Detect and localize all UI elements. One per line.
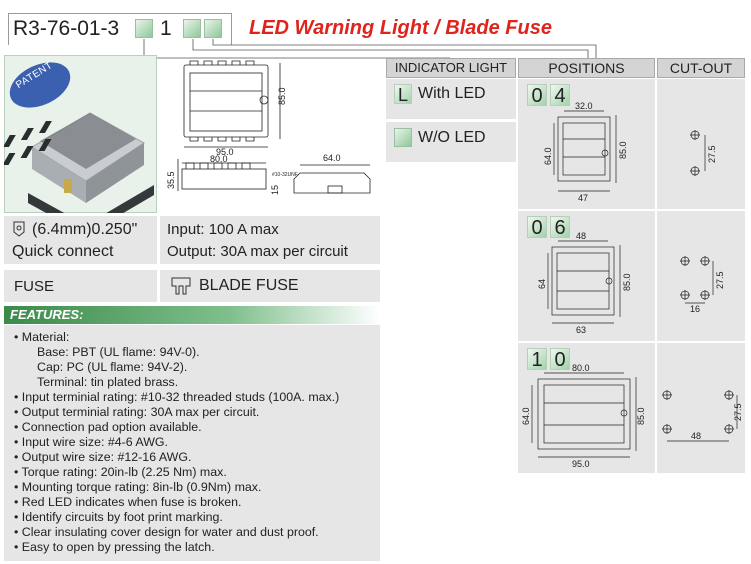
position-digit: 0 [550, 348, 570, 371]
feature-line: • Red LED indicates when fuse is broken. [14, 495, 242, 509]
code-box-2 [183, 19, 201, 38]
cutout-drawing-10: 27.5 48 [662, 390, 743, 442]
cut-width-label: 16 [690, 304, 700, 314]
indicator-code-box: L [394, 84, 412, 105]
feature-line: • Input terminial rating: #10-32 threade… [14, 390, 340, 404]
fuse-label: FUSE [14, 278, 55, 295]
positions-header: POSITIONS [518, 58, 655, 78]
stud-label: #10-32UNF [272, 172, 298, 178]
indicator-code-box-empty [394, 128, 412, 147]
feature-line: • Identify circuits by foot print markin… [14, 510, 223, 524]
terminal-type: Quick connect [12, 243, 114, 260]
width-bottom-label: 47 [578, 193, 588, 203]
cutout-header: CUT-OUT [657, 58, 745, 78]
height-left-label: 64.0 [521, 407, 531, 425]
width-bottom-label: 95.0 [572, 459, 590, 469]
cut-height-label: 27.5 [715, 271, 725, 289]
fuse-label-panel [4, 270, 157, 302]
indicator-header: INDICATOR LIGHT [386, 58, 516, 78]
side-width-label: 64.0 [323, 153, 341, 163]
indicator-noled-label: W/O LED [418, 129, 486, 146]
feature-line: Terminal: tin plated brass. [37, 375, 179, 389]
height-left-label: 64 [537, 279, 547, 289]
position-digit: 0 [527, 84, 547, 107]
position-drawing-06: 48 64 85.0 63 [537, 231, 632, 335]
fuse-value-panel [160, 270, 380, 302]
position-digit: 4 [550, 84, 570, 107]
height-right-label: 85.0 [636, 407, 646, 425]
page-title: LED Warning Light / Blade Fuse [249, 17, 552, 39]
cutout-row-06 [657, 211, 745, 341]
top-width-label: 95.0 [216, 147, 234, 157]
width-bottom-label: 63 [576, 325, 586, 335]
feature-line: Cap: PC (UL flame: 94V-2). [37, 360, 188, 374]
height-left-label: 64.0 [543, 147, 553, 165]
cut-width-label: 48 [691, 431, 701, 441]
code-box-3 [204, 19, 222, 38]
feature-line: • Connection pad option available. [14, 420, 202, 434]
dimension-drawing: 85.0 95.0 80.0 35.5 64.0 #10-32UNF 15 [166, 60, 371, 195]
rating-panel [160, 216, 380, 264]
features-panel [4, 325, 380, 561]
output-rating: Output: 30A max per circuit [167, 243, 348, 260]
indicator-led-label: With LED [418, 85, 486, 102]
features-heading-bar [4, 306, 380, 324]
width-top-label: 32.0 [575, 101, 593, 111]
feature-line: • Clear insulating cover design for wate… [14, 525, 319, 539]
blade-fuse-icon [171, 277, 191, 295]
cutout-row-04 [657, 79, 745, 209]
front-width-label: 80.0 [210, 154, 228, 164]
feature-line: • Easy to open by pressing the latch. [14, 540, 215, 554]
code-box-1 [135, 19, 153, 38]
position-drawing-10: 80.0 64.0 85.0 95.0 [521, 363, 646, 469]
position-digit: 0 [527, 216, 547, 239]
product-image [4, 62, 154, 213]
cut-height-label: 27.5 [733, 403, 743, 421]
position-digit: 6 [550, 216, 570, 239]
terminal-icon [13, 221, 25, 237]
cutout-drawing-06: 27.5 16 [680, 256, 725, 314]
width-top-label: 80.0 [572, 363, 590, 373]
position-digit: 1 [527, 348, 547, 371]
top-height-label: 85.0 [277, 87, 287, 105]
part-number: R3-76-01-3 [13, 17, 120, 40]
feature-line: • Mounting torque rating: 8in-lb (0.9Nm)… [14, 480, 262, 494]
terminal-size: (6.4mm)0.250" [32, 221, 138, 238]
code-digit: 1 [160, 17, 172, 40]
cutout-drawing-04: 27.5 [690, 130, 717, 176]
feature-line: • Output terminial rating: 30A max per c… [14, 405, 260, 419]
feature-line: Base: PBT (UL flame: 94V-0). [37, 345, 200, 359]
feature-line: • Output wire size: #12-16 AWG. [14, 450, 192, 464]
terminal-panel [4, 216, 157, 264]
position-drawing-04: 32.0 64.0 85.0 47 [543, 101, 628, 203]
input-rating: Input: 100 A max [167, 221, 279, 238]
feature-line: • Material: [14, 330, 70, 344]
part-number-box [8, 13, 232, 45]
cutout-row-10 [657, 343, 745, 473]
stud-height-label: 15 [270, 185, 280, 195]
features-heading: FEATURES: [10, 307, 84, 322]
feature-line: • Torque rating: 20in-lb (2.25 Nm) max. [14, 465, 227, 479]
height-right-label: 85.0 [618, 141, 628, 159]
front-height-label: 35.5 [166, 171, 176, 189]
width-top-label: 48 [576, 231, 586, 241]
height-right-label: 85.0 [622, 273, 632, 291]
cut-height-label: 27.5 [707, 145, 717, 163]
fuse-value: BLADE FUSE [199, 277, 299, 294]
feature-line: • Input wire size: #4-6 AWG. [14, 435, 168, 449]
